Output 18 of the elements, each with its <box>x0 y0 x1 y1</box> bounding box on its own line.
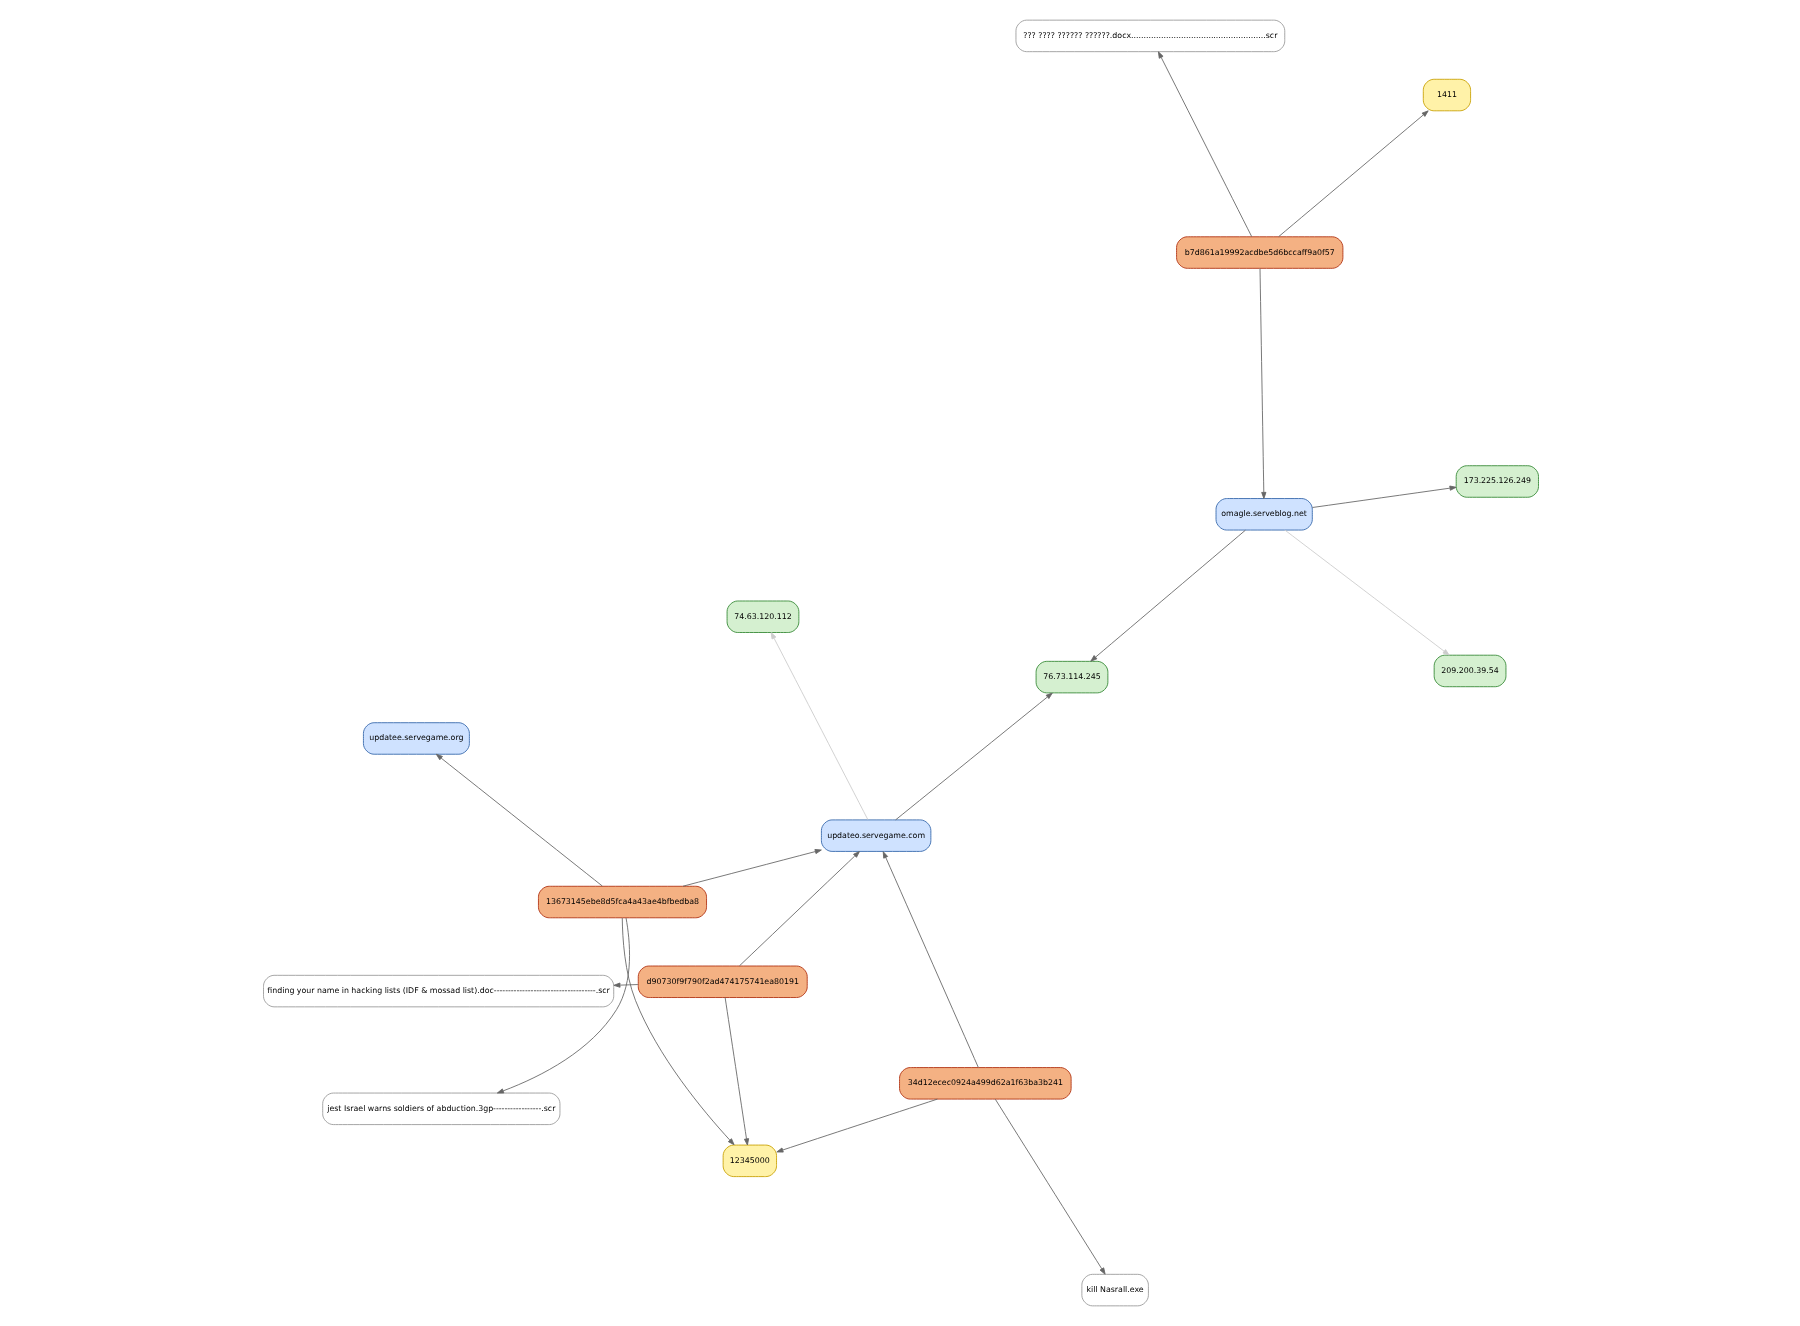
arrow <box>681 849 821 887</box>
arrow <box>738 851 859 967</box>
arrow <box>1089 529 1245 662</box>
arrow <box>1311 485 1456 508</box>
arrow <box>1277 110 1428 237</box>
arrow <box>495 917 629 1094</box>
arrow <box>723 997 749 1146</box>
arrow <box>434 753 602 887</box>
arrow <box>769 632 868 820</box>
arrow <box>881 851 978 1068</box>
arrow <box>1156 51 1252 238</box>
arrow <box>993 1098 1105 1275</box>
arrow <box>612 982 638 988</box>
arrow <box>620 917 734 1146</box>
arrow <box>1258 268 1266 499</box>
arrow <box>894 692 1052 821</box>
arrow <box>1283 529 1449 656</box>
arrow <box>775 1098 937 1153</box>
